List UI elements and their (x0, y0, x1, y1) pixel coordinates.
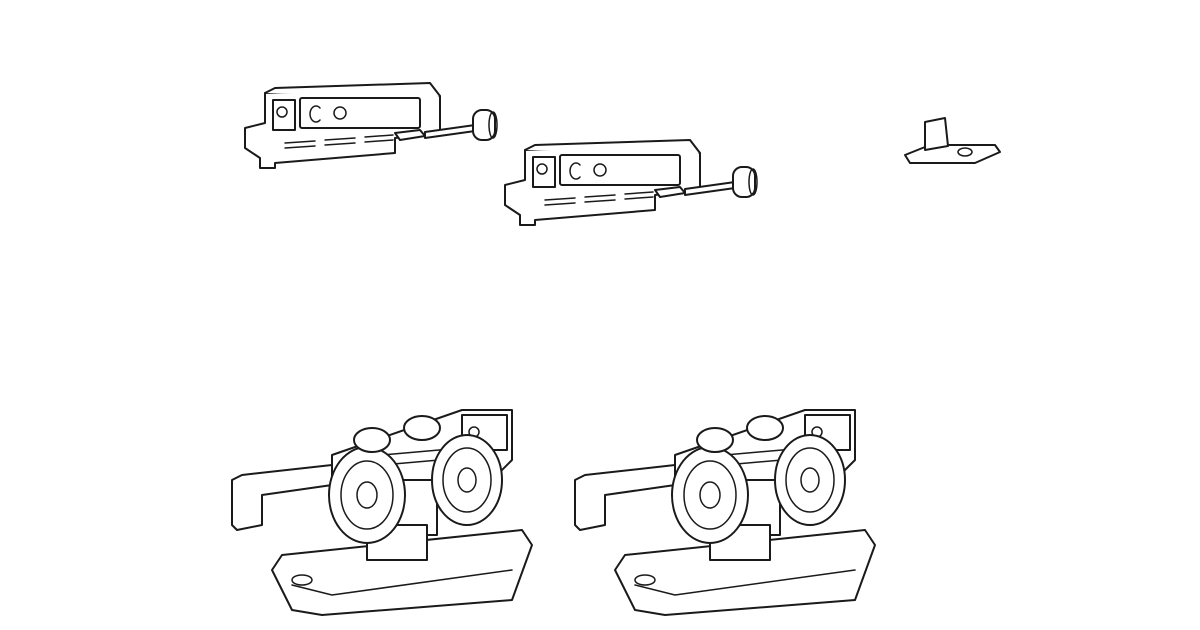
roller-carriage-right (574, 409, 876, 616)
roller-carriage-left (231, 409, 533, 616)
soft-close-damper-left (244, 82, 498, 169)
floor-guide (904, 117, 1001, 164)
soft-close-damper-right (504, 139, 758, 226)
